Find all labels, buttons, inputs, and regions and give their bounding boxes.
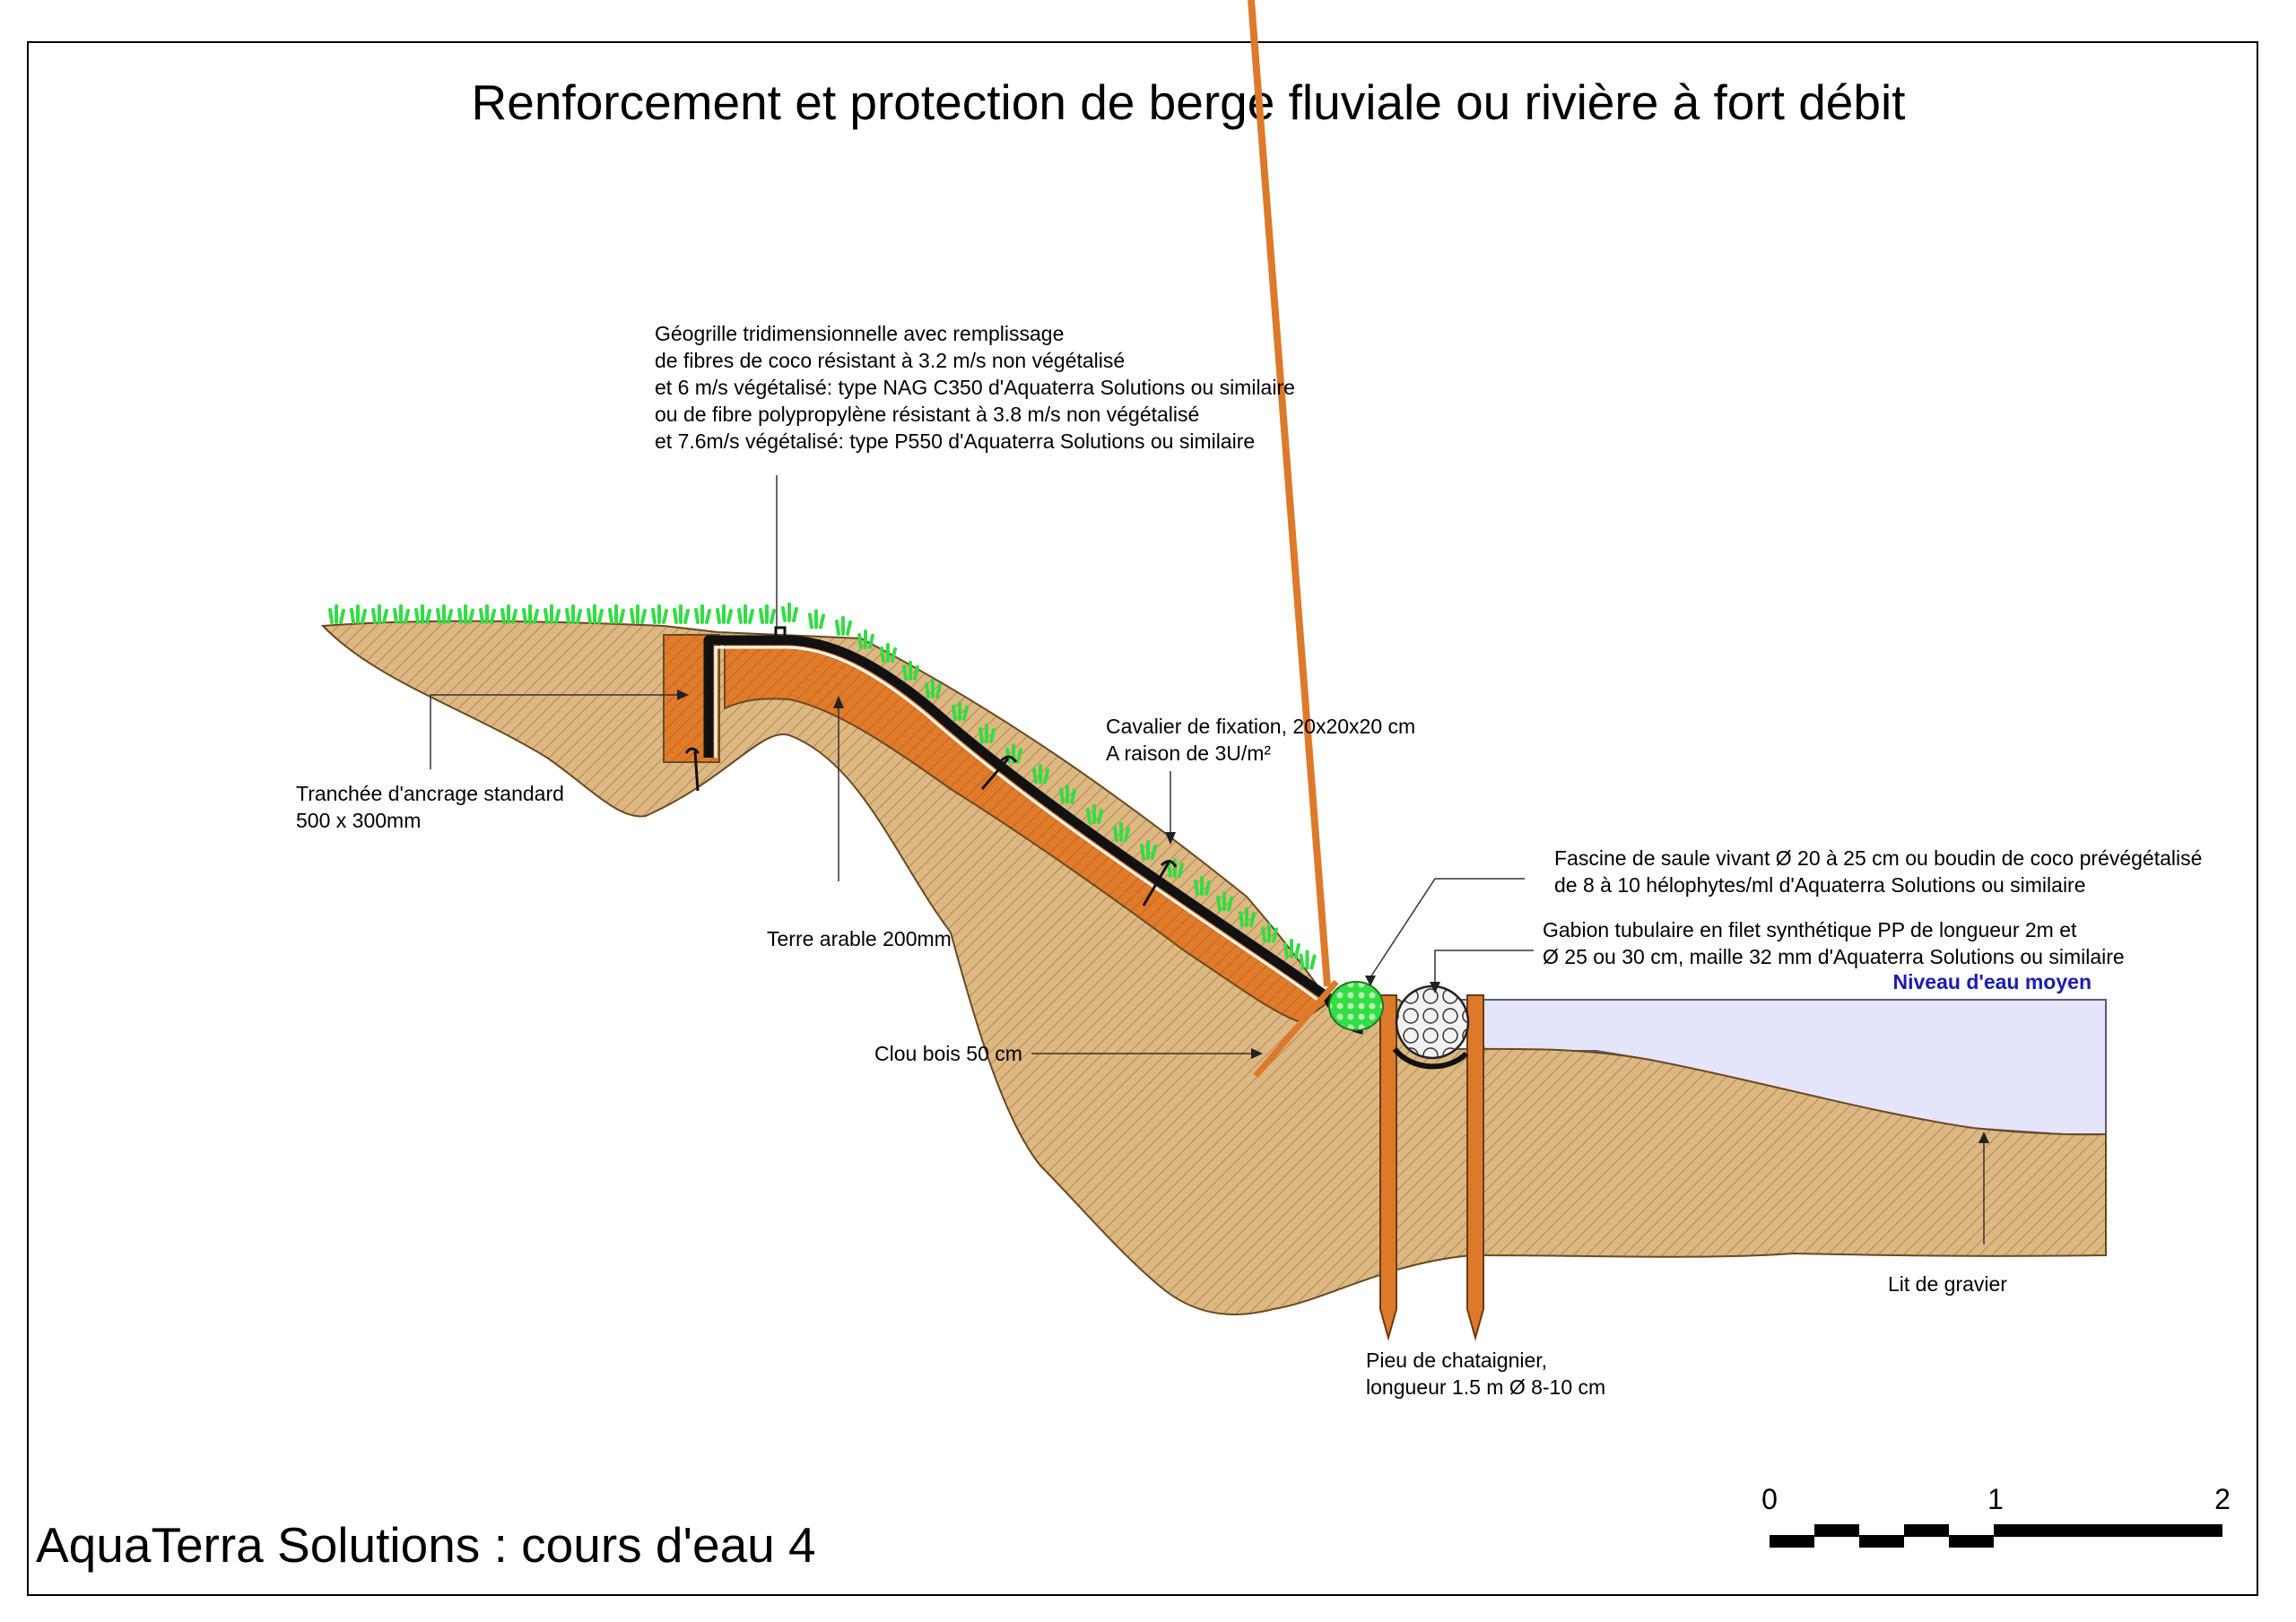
grass-tuft: [808, 609, 825, 629]
staple-marks: [684, 626, 1178, 906]
grass-tuft: [694, 604, 711, 624]
grass-tuft: [1140, 840, 1157, 860]
scale-bar: [1770, 1524, 2222, 1548]
grass-tuft: [902, 661, 919, 681]
fascine-line-1: Fascine de saule vivant Ø 20 à 25 cm ou …: [1554, 846, 2202, 870]
grass-tuft: [835, 616, 852, 636]
wood-nail-lower: [1253, 979, 1339, 1079]
grass-tuft: [1194, 876, 1211, 896]
grass-tuft: [1261, 923, 1278, 943]
brand-footer: AquaTerra Solutions : cours d'eau 4: [36, 1517, 816, 1573]
gabion-line-2: Ø 25 ou 30 cm, maille 32 mm d'Aquaterra …: [1543, 945, 2125, 968]
grass-tuft: [1059, 784, 1076, 804]
grass-tuft: [414, 604, 431, 624]
grass-tuft: [587, 604, 604, 624]
grass-tuft: [479, 604, 496, 624]
cavalier-line-1: Cavalier de fixation, 20x20x20 cm: [1106, 715, 1415, 738]
grass-tuft: [1239, 907, 1256, 927]
geogrid-inner-line: [714, 646, 1319, 1002]
wood-nail-upper: [1248, 0, 1331, 987]
grass-tuft: [781, 603, 798, 622]
scale-tick-2: 2: [2214, 1483, 2231, 1515]
grass-tuft: [544, 604, 561, 624]
grass-tuft: [500, 604, 517, 624]
gravel-bed-label: Lit de gravier: [1888, 1272, 2007, 1296]
grass-tuft: [925, 679, 942, 698]
grass-tuft: [1299, 950, 1317, 970]
terre-arable-label: Terre arable 200mm: [767, 927, 952, 950]
grass-tuft: [1283, 939, 1300, 958]
leader-arrowheads: [677, 690, 1989, 1143]
grass-tuft: [1167, 858, 1184, 878]
leader-lines: [430, 475, 1985, 1245]
grass-tuft: [1113, 822, 1130, 842]
grass-tuft: [759, 604, 776, 624]
fascine-roll: [1328, 981, 1384, 1031]
grass-tuft: [522, 604, 539, 624]
grass-tuft: [1216, 891, 1233, 912]
scale-tick-0: 0: [1761, 1483, 1778, 1515]
grass-tuft: [393, 604, 410, 624]
grass-tuft: [978, 724, 996, 743]
grass-tuft: [608, 604, 625, 624]
stake-left: [1379, 994, 1397, 1341]
grass-tuft: [436, 604, 453, 624]
grass-tuft: [1086, 804, 1103, 824]
geogrille-line-2: de fibres de coco résistant à 3.2 m/s no…: [655, 349, 1125, 372]
geogrille-line-5: et 7.6m/s végétalisé: type P550 d'Aquate…: [655, 429, 1255, 453]
grass-tuft: [857, 629, 874, 649]
tranchee-line-2: 500 x 300mm: [296, 809, 421, 832]
gabion-tube: [1395, 984, 1470, 1060]
pieu-line-2: longueur 1.5 m Ø 8-10 cm: [1366, 1375, 1605, 1399]
drawing-frame: [27, 41, 2258, 1596]
geogrille-line-3: et 6 m/s végétalisé: type NAG C350 d'Aqu…: [655, 376, 1295, 399]
scale-tick-1: 1: [1987, 1483, 2004, 1515]
grass-tuft: [737, 604, 754, 624]
stake-right: [1466, 994, 1484, 1341]
grass-tuft: [716, 604, 733, 624]
tranchee-line-1: Tranchée d'ancrage standard: [296, 782, 564, 805]
grass-vegetation: [328, 603, 1317, 970]
grass-tuft: [457, 604, 474, 624]
grass-tuft: [371, 604, 388, 624]
cavalier-line-2: A raison de 3U/m²: [1106, 742, 1271, 765]
fascine-line-2: de 8 à 10 hélophytes/ml d'Aquaterra Solu…: [1554, 873, 2086, 897]
grass-tuft: [651, 604, 668, 624]
pieu-line-1: Pieu de chataignier,: [1366, 1349, 1547, 1372]
grass-tuft: [673, 604, 690, 624]
grass-tuft: [328, 604, 345, 624]
grass-tuft: [565, 604, 582, 624]
grass-tuft: [1032, 764, 1049, 784]
geogrille-line-4: ou de fibre polypropylène résistant à 3.…: [655, 403, 1199, 426]
diagram-title: Renforcement et protection de berge fluv…: [472, 74, 1906, 130]
gabion-wrap: [1392, 1047, 1469, 1070]
grass-tuft: [630, 604, 647, 624]
clou-bois-label: Clou bois 50 cm: [874, 1042, 1022, 1065]
grass-tuft: [880, 643, 897, 663]
grass-tuft: [350, 604, 367, 624]
water-level-label: Niveau d'eau moyen: [1893, 970, 2092, 993]
grass-tuft: [952, 701, 969, 721]
gabion-line-1: Gabion tubulaire en filet synthétique PP…: [1543, 918, 2077, 941]
geogrille-line-1: Géogrille tridimensionnelle avec remplis…: [655, 322, 1064, 345]
